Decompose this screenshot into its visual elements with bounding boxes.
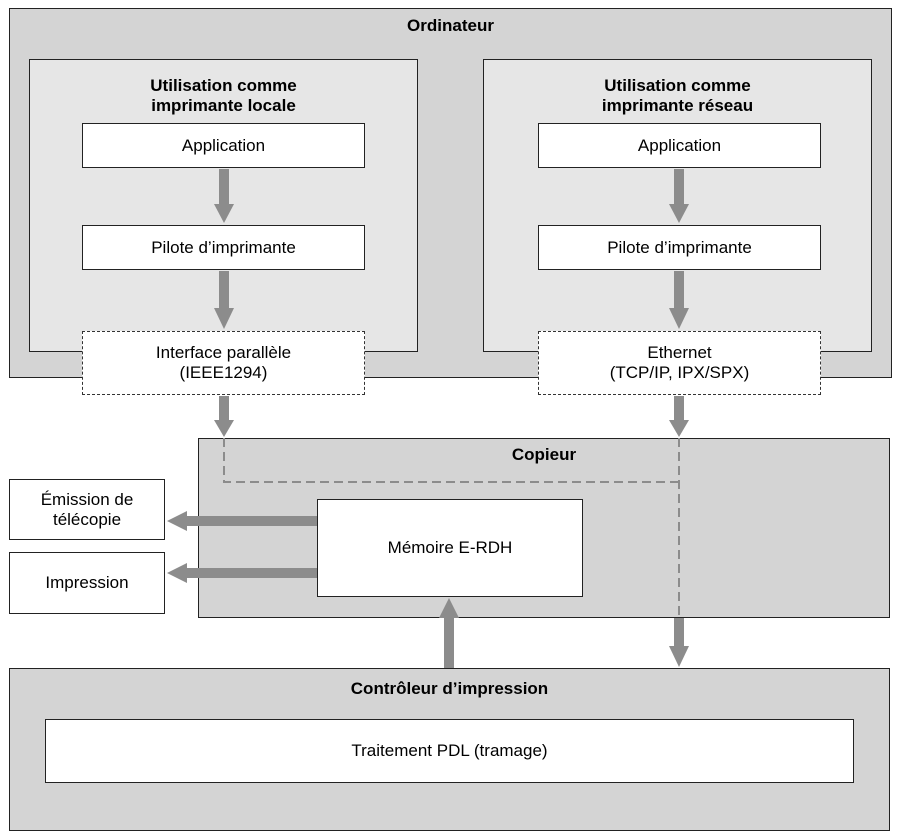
network-driver-label: Pilote d’imprimante [607,237,752,257]
local-usage-panel: Utilisation comme imprimante locale [29,59,418,352]
local-usage-title-line1: Utilisation comme [150,76,297,95]
memory-box: Mémoire E-RDH [317,499,583,597]
local-interface-line1: Interface parallèle [155,343,292,362]
local-driver-box: Pilote d’imprimante [82,225,365,270]
pdl-processing-box: Traitement PDL (tramage) [45,719,854,783]
network-usage-panel: Utilisation comme imprimante réseau [483,59,872,352]
network-interface-line2: (TCP/IP, IPX/SPX) [609,363,750,382]
network-usage-title: Utilisation comme imprimante réseau [484,76,871,116]
network-usage-title-line1: Utilisation comme [604,76,751,95]
copier-title: Copieur [511,445,577,464]
local-usage-title: Utilisation comme imprimante locale [30,76,417,116]
arrow-network-interface-to-copier [669,396,689,437]
arrow-local-interface-to-copier [214,396,234,437]
network-driver-box: Pilote d’imprimante [538,225,821,270]
local-interface-line2: (IEEE1294) [179,363,268,382]
pdl-processing-label: Traitement PDL (tramage) [351,741,548,760]
local-interface-box: Interface parallèle (IEEE1294) [82,331,365,395]
fax-line1: Émission de [40,489,134,509]
local-application-label: Application [181,135,266,155]
arrow-network-to-controller [669,618,689,667]
print-label: Impression [45,573,129,592]
local-usage-title-line2: imprimante locale [151,96,296,115]
network-usage-title-line2: imprimante réseau [601,96,754,115]
network-application-label: Application [637,135,722,155]
computer-title: Ordinateur [407,16,494,35]
controller-title: Contrôleur d’impression [350,679,549,698]
local-driver-label: Pilote d’imprimante [151,237,296,257]
fax-line2: télécopie [52,509,122,529]
local-application-box: Application [82,123,365,168]
fax-box: Émission de télécopie [9,479,165,540]
network-application-box: Application [538,123,821,168]
network-interface-line1: Ethernet [647,343,712,362]
network-interface-box: Ethernet (TCP/IP, IPX/SPX) [538,331,821,395]
memory-label: Mémoire E-RDH [387,538,513,557]
print-box: Impression [9,552,165,614]
